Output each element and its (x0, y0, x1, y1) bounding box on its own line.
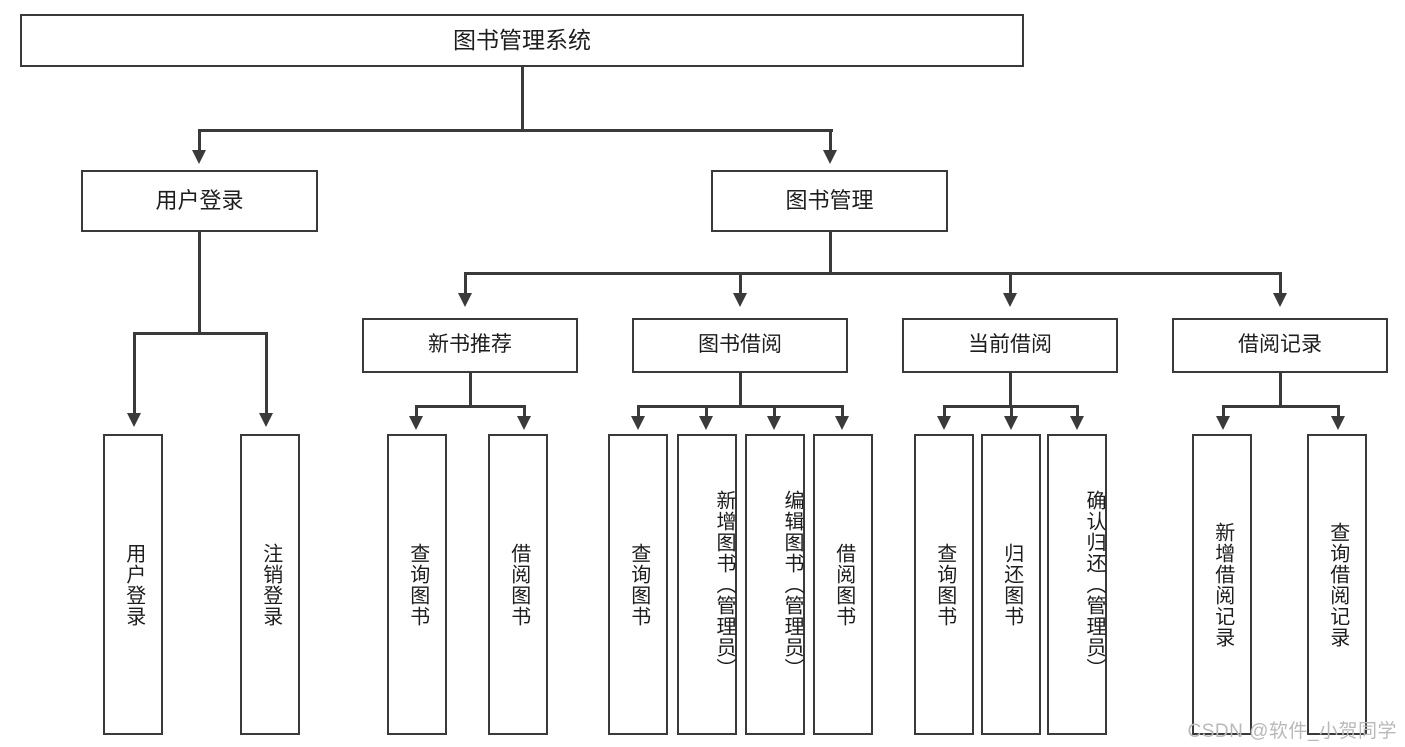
connector-root-stem (521, 67, 524, 130)
node-label: 查询借阅记录 (1326, 521, 1349, 648)
leaf-query-borrow-record[interactable]: 查询借阅记录 (1307, 434, 1367, 735)
connector-bb-leaf-4 (841, 405, 844, 417)
arrow-root-to-book-management (823, 150, 837, 164)
leaf-query-book-recommend[interactable]: 查询图书 (387, 434, 447, 735)
node-label: 用户登录 (155, 188, 244, 214)
connector-cb-leaf-2 (1010, 405, 1013, 417)
leaf-user-login[interactable]: 用户登录 (103, 434, 163, 735)
node-book-management[interactable]: 图书管理 (711, 170, 948, 232)
arrow-cb-leaf-3 (1070, 416, 1084, 430)
connector-bb-leaf-3 (773, 405, 776, 417)
leaf-return-book[interactable]: 归还图书 (981, 434, 1041, 735)
connector-root-to-book-management (829, 129, 832, 151)
arrow-cb-leaf-1 (937, 416, 951, 430)
arrow-user-login-leaf-2 (259, 413, 273, 427)
node-label: 归还图书 (1000, 542, 1023, 627)
node-label: 注销登录 (259, 542, 282, 627)
connector-book-management-bus (464, 272, 1280, 275)
leaf-confirm-return-admin[interactable]: 确认归还（管理员） (1047, 434, 1107, 735)
connector-user-login-leaf-2 (265, 332, 268, 414)
node-label: 图书借阅 (698, 333, 782, 357)
node-label: 借阅记录 (1238, 333, 1322, 357)
arrow-bb-leaf-1 (631, 416, 645, 430)
leaf-logout[interactable]: 注销登录 (240, 434, 300, 735)
arrow-cb-leaf-2 (1004, 416, 1018, 430)
connector-book-borrow-bus (637, 405, 843, 408)
connector-new-book-bus (415, 405, 525, 408)
leaf-query-book-borrow[interactable]: 查询图书 (608, 434, 668, 735)
connector-br-leaf-2 (1337, 405, 1340, 417)
node-label: 新增图书（管理员） (713, 490, 735, 679)
node-label: 用户登录 (122, 542, 145, 627)
node-label: 编辑图书（管理员） (781, 490, 803, 679)
arrow-bm-to-borrow-record (1273, 293, 1287, 307)
arrow-bm-to-new-book (458, 293, 472, 307)
leaf-query-book-current[interactable]: 查询图书 (914, 434, 974, 735)
node-label: 图书管理 (785, 188, 874, 214)
node-new-book-recommend[interactable]: 新书推荐 (362, 318, 578, 373)
connector-borrow-record-stem (1279, 373, 1282, 407)
node-label: 当前借阅 (968, 333, 1052, 357)
connector-nb-leaf-1 (415, 405, 418, 417)
node-label: 查询图书 (933, 542, 956, 627)
node-current-borrow[interactable]: 当前借阅 (902, 318, 1118, 373)
arrow-bm-to-book-borrow (733, 293, 747, 307)
arrow-bb-leaf-3 (767, 416, 781, 430)
arrow-br-leaf-1 (1216, 416, 1230, 430)
connector-bm-to-current-borrow (1009, 272, 1012, 294)
arrow-nb-leaf-2 (517, 416, 531, 430)
leaf-add-borrow-record[interactable]: 新增借阅记录 (1192, 434, 1252, 735)
node-label: 借阅图书 (507, 542, 530, 627)
node-label: 查询图书 (627, 542, 650, 627)
connector-user-login-stem (198, 232, 201, 334)
arrow-bb-leaf-4 (835, 416, 849, 430)
node-label: 新增借阅记录 (1211, 521, 1234, 648)
connector-cb-leaf-3 (1076, 405, 1079, 417)
csdn-watermark: CSDN @软件_小贺同学 (1187, 721, 1397, 742)
leaf-add-book-admin[interactable]: 新增图书（管理员） (677, 434, 737, 735)
node-label: 查询图书 (406, 542, 429, 627)
connector-root-to-user-login (198, 129, 201, 151)
leaf-borrow-book[interactable]: 借阅图书 (813, 434, 873, 735)
node-label: 确认归还（管理员） (1083, 490, 1105, 679)
arrow-bb-leaf-2 (699, 416, 713, 430)
node-root-book-management-system[interactable]: 图书管理系统 (20, 14, 1024, 67)
connector-current-borrow-stem (1009, 373, 1012, 407)
connector-new-book-stem (469, 373, 472, 407)
connector-bm-to-book-borrow (739, 272, 742, 294)
arrow-user-login-leaf-1 (127, 413, 141, 427)
connector-bm-to-new-book (464, 272, 467, 294)
node-label: 借阅图书 (832, 542, 855, 627)
arrow-bm-to-current-borrow (1003, 293, 1017, 307)
leaf-edit-book-admin[interactable]: 编辑图书（管理员） (745, 434, 805, 735)
leaf-borrow-book-recommend[interactable]: 借阅图书 (488, 434, 548, 735)
connector-root-bus (198, 129, 833, 132)
connector-book-management-stem (829, 232, 832, 274)
connector-book-borrow-stem (739, 373, 742, 407)
node-borrow-record[interactable]: 借阅记录 (1172, 318, 1388, 373)
connector-user-login-bus (133, 332, 265, 335)
connector-borrow-record-bus (1222, 405, 1339, 408)
connector-user-login-leaf-1 (133, 332, 136, 414)
connector-bb-leaf-2 (705, 405, 708, 417)
node-label: 图书管理系统 (453, 26, 591, 53)
arrow-br-leaf-2 (1331, 416, 1345, 430)
node-user-login[interactable]: 用户登录 (81, 170, 318, 232)
node-label: 新书推荐 (428, 333, 512, 357)
connector-br-leaf-1 (1222, 405, 1225, 417)
node-book-borrow[interactable]: 图书借阅 (632, 318, 848, 373)
connector-bb-leaf-1 (637, 405, 640, 417)
connector-bm-to-borrow-record (1279, 272, 1282, 294)
connector-nb-leaf-2 (523, 405, 526, 417)
arrow-root-to-user-login (192, 150, 206, 164)
connector-cb-leaf-1 (943, 405, 946, 417)
arrow-nb-leaf-1 (409, 416, 423, 430)
